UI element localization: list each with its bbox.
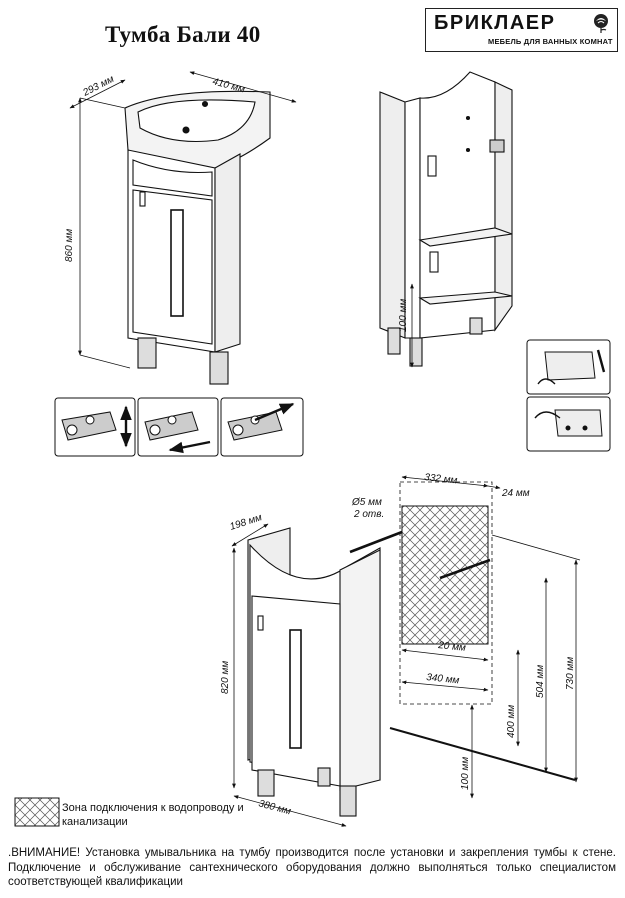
dim-depth-top: 293 мм <box>80 74 116 99</box>
dim-zone-top: 730 мм <box>565 657 576 690</box>
dim-leg-height-side: 100 мм <box>398 299 409 332</box>
rose-icon <box>594 14 608 33</box>
document-title: Тумба Бали 40 <box>105 22 261 47</box>
zone-dimension-lines <box>401 475 581 799</box>
dim-leg-height: 100 мм <box>460 757 471 790</box>
legend-hatch-swatch <box>14 797 60 827</box>
connection-zone-diagram <box>349 481 576 781</box>
brand-tagline: МЕБЕЛЬ ДЛЯ ВАННЫХ КОМНАТ <box>488 37 613 46</box>
dim-zone-edge: 20 мм <box>437 640 467 654</box>
cabinet-front-view <box>124 90 271 385</box>
front-dimension-lines <box>69 71 297 369</box>
brand-logo: БРИКЛАЕР МЕБЕЛЬ ДЛЯ ВАННЫХ КОМНАТ <box>425 8 618 52</box>
dim-holes-height: 504 мм <box>535 665 546 698</box>
dim-zone-width: 332 мм <box>424 472 458 486</box>
body-dimension-lines <box>231 523 347 827</box>
dim-hole-diameter: Ø5 мм <box>351 497 382 508</box>
brand-name: БРИКЛАЕР <box>434 12 556 34</box>
installation-notice: .ВНИМАНИЕ! Установка умывальника на тумб… <box>8 847 616 888</box>
mounting-bracket-detail <box>526 339 611 452</box>
dim-body-height: 820 мм <box>220 661 231 694</box>
hinge-adjustment-steps <box>54 397 304 457</box>
cabinet-body-view <box>247 527 381 817</box>
dim-zone-bottom: 400 мм <box>506 705 517 738</box>
cabinet-open-view <box>379 71 513 367</box>
dim-wall-offset: 24 мм <box>501 488 530 499</box>
dim-hole-count: 2 отв. <box>353 509 384 520</box>
dim-holes-spacing: 340 мм <box>426 672 460 686</box>
dim-height-total: 860 мм <box>64 229 75 262</box>
legend-label: Зона подключения к водопроводу и канализ… <box>62 802 244 828</box>
dim-body-width: 380 мм <box>257 798 292 817</box>
